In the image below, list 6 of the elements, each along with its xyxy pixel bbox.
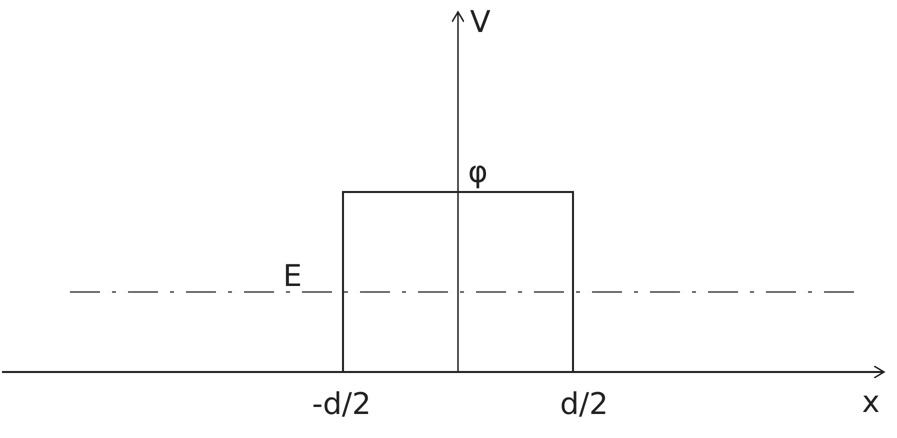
tick-label: d/2: [560, 390, 608, 420]
tick-label: -d/2: [312, 390, 372, 420]
energy-label: E: [283, 262, 302, 292]
axis-label: V: [470, 8, 491, 38]
axis-label: x: [862, 388, 880, 418]
barrier-height-label: φ: [468, 158, 488, 188]
